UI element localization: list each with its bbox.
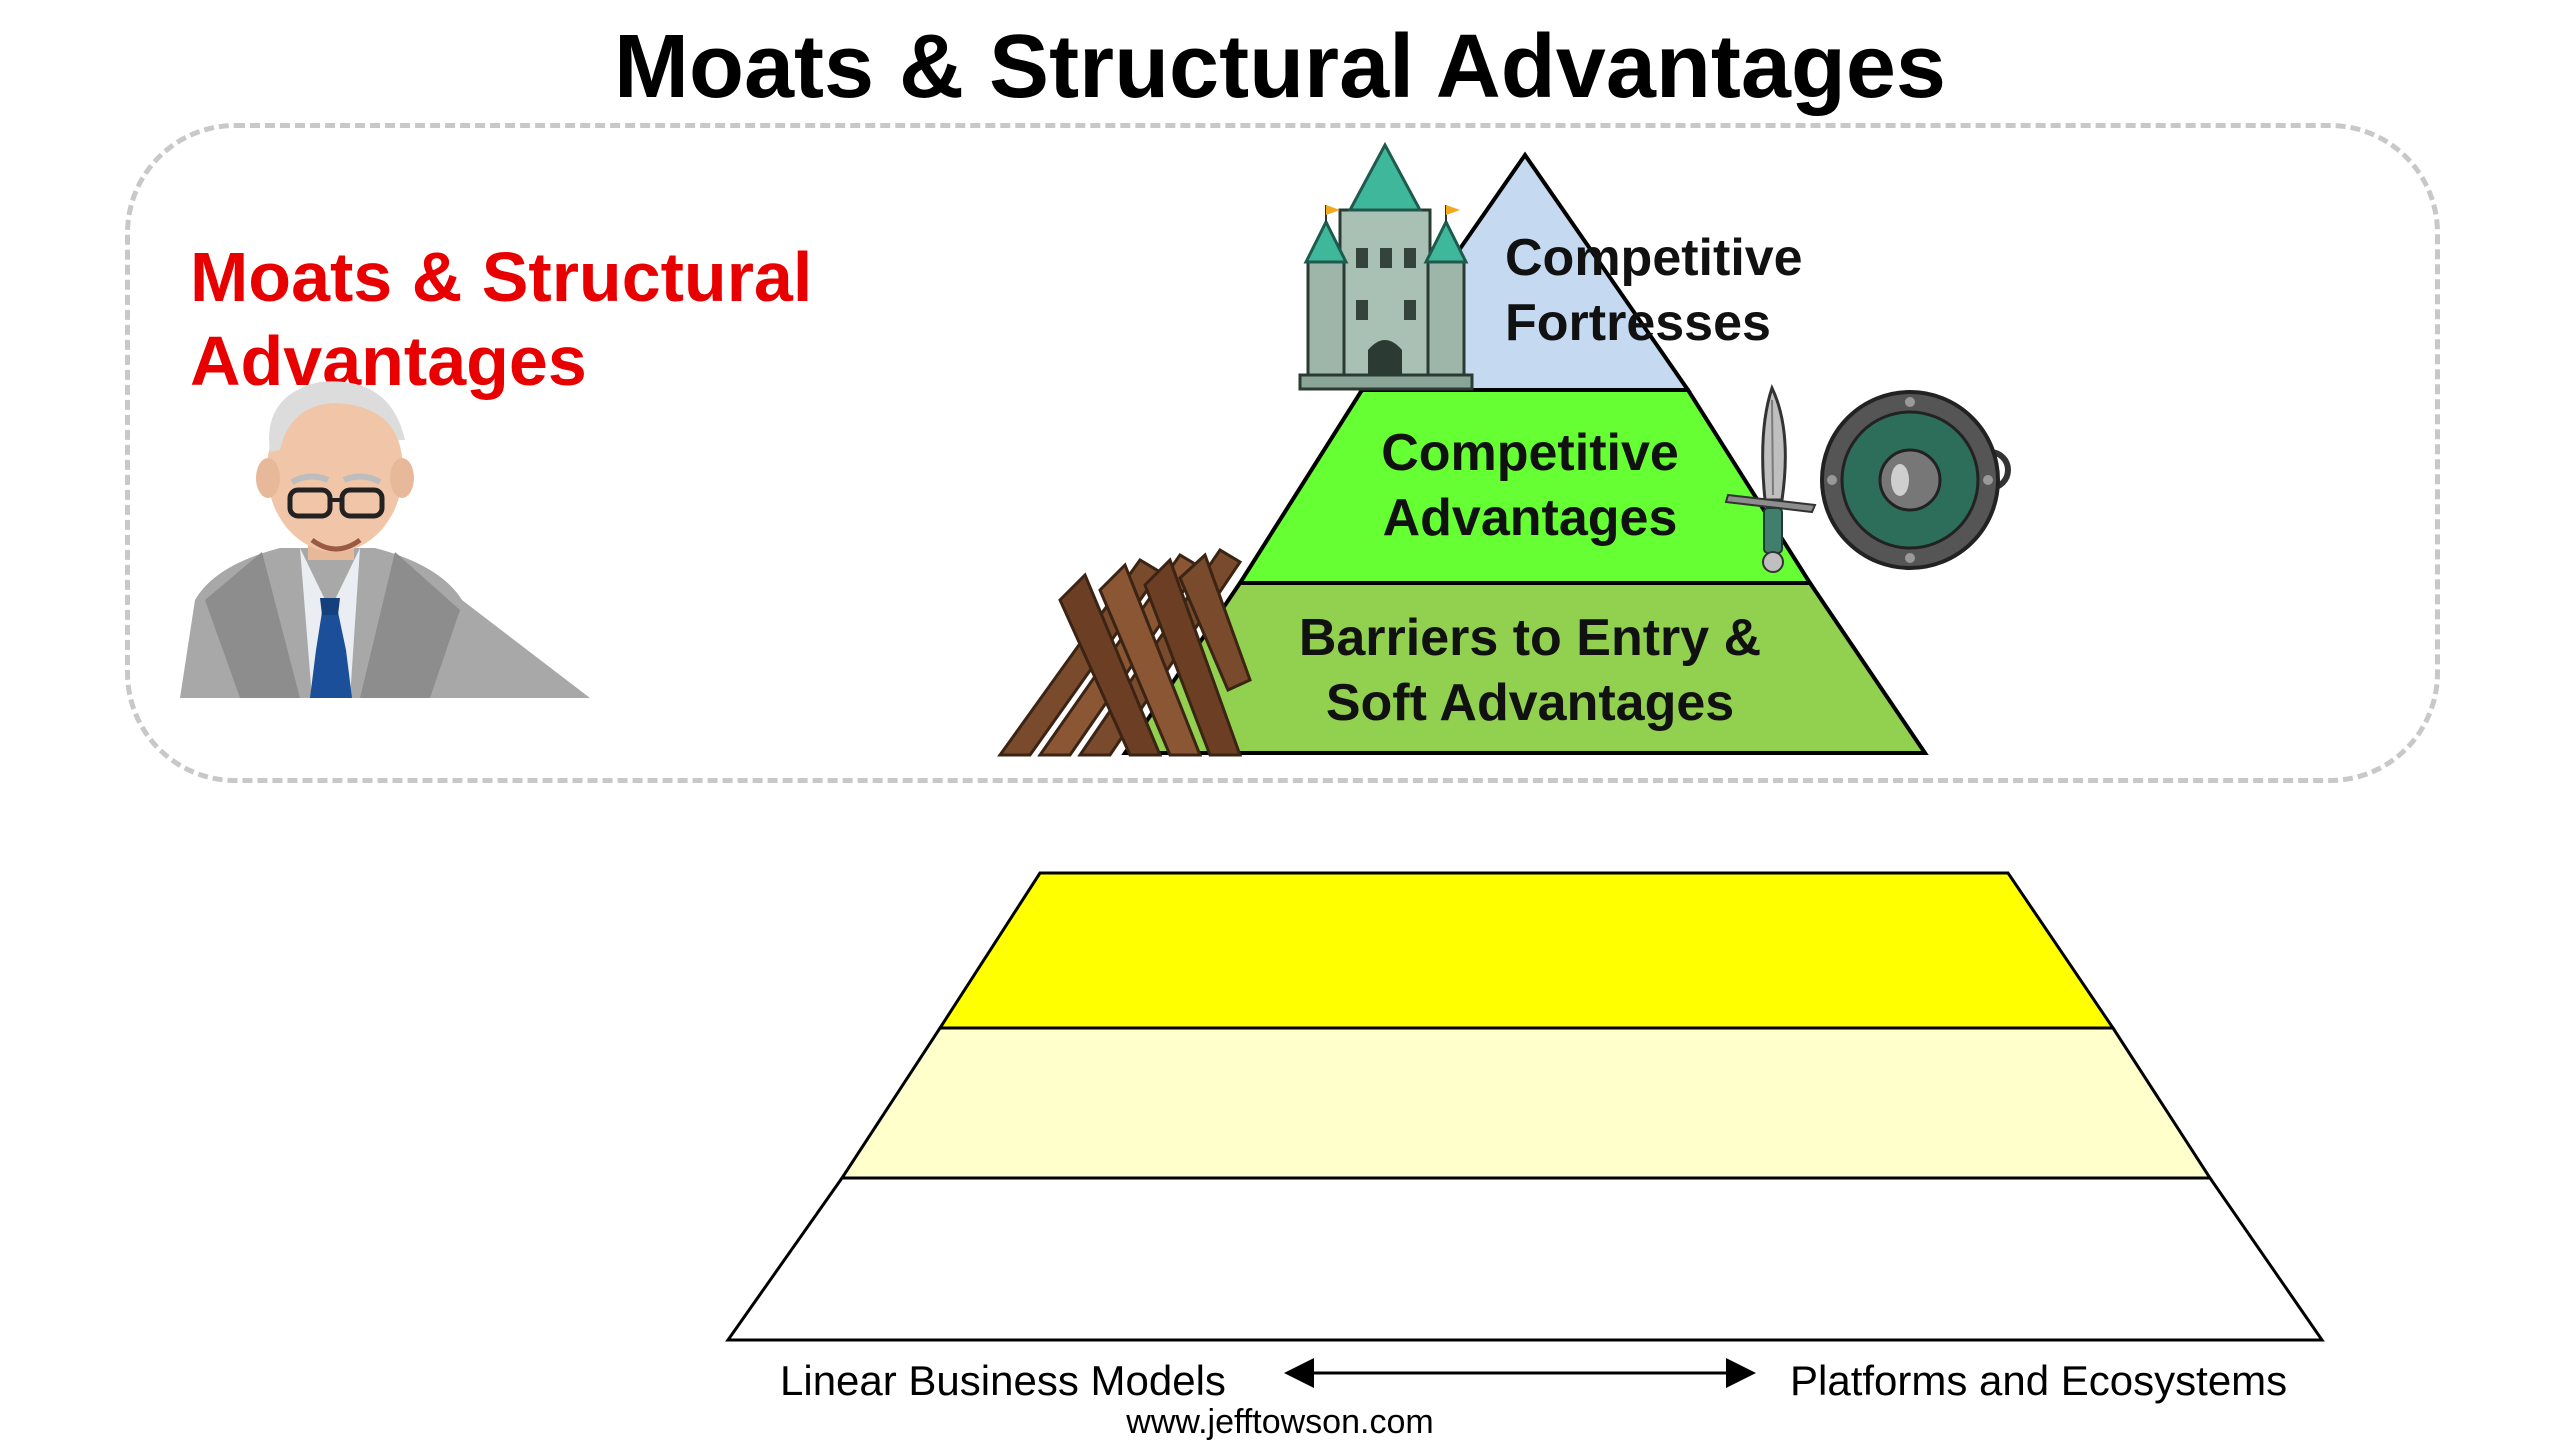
page-title: Moats & Structural Advantages xyxy=(614,17,1946,117)
sword-icon xyxy=(1724,383,1817,573)
model-tier-bottom xyxy=(725,1176,2325,1342)
tier-bot-label-1: Barriers to Entry & xyxy=(1299,609,1761,667)
axis-right-label: Platforms and Ecosystems xyxy=(1790,1357,2287,1404)
castle-icon xyxy=(1298,141,1474,391)
investor-portrait-icon xyxy=(180,381,590,698)
shield-icon xyxy=(1820,390,2011,570)
website-url: www.jefftowson.com xyxy=(1126,1403,1434,1441)
model-tier-top xyxy=(937,871,2116,1030)
axis-left-label: Linear Business Models xyxy=(780,1357,1226,1404)
tier-mid-label-2: Advantages xyxy=(1383,489,1678,547)
tier-top-label-2: Fortresses xyxy=(1505,294,1771,352)
model-pyramid xyxy=(725,871,2325,1342)
tier-top-label-1: Competitive xyxy=(1505,229,1803,287)
tier-bot-label-2: Soft Advantages xyxy=(1326,674,1734,732)
tier-competitive-advantages xyxy=(1236,388,1814,585)
moat-pyramid: Competitive Fortresses Competitive Advan… xyxy=(1121,151,1929,755)
moats-panel xyxy=(125,123,2440,783)
side-heading: Moats & Structural Advantages xyxy=(190,238,813,400)
wooden-barricade-icon xyxy=(997,547,1252,757)
tier-mid-label-1: Competitive xyxy=(1381,424,1679,482)
model-tier-middle xyxy=(839,1026,2213,1180)
